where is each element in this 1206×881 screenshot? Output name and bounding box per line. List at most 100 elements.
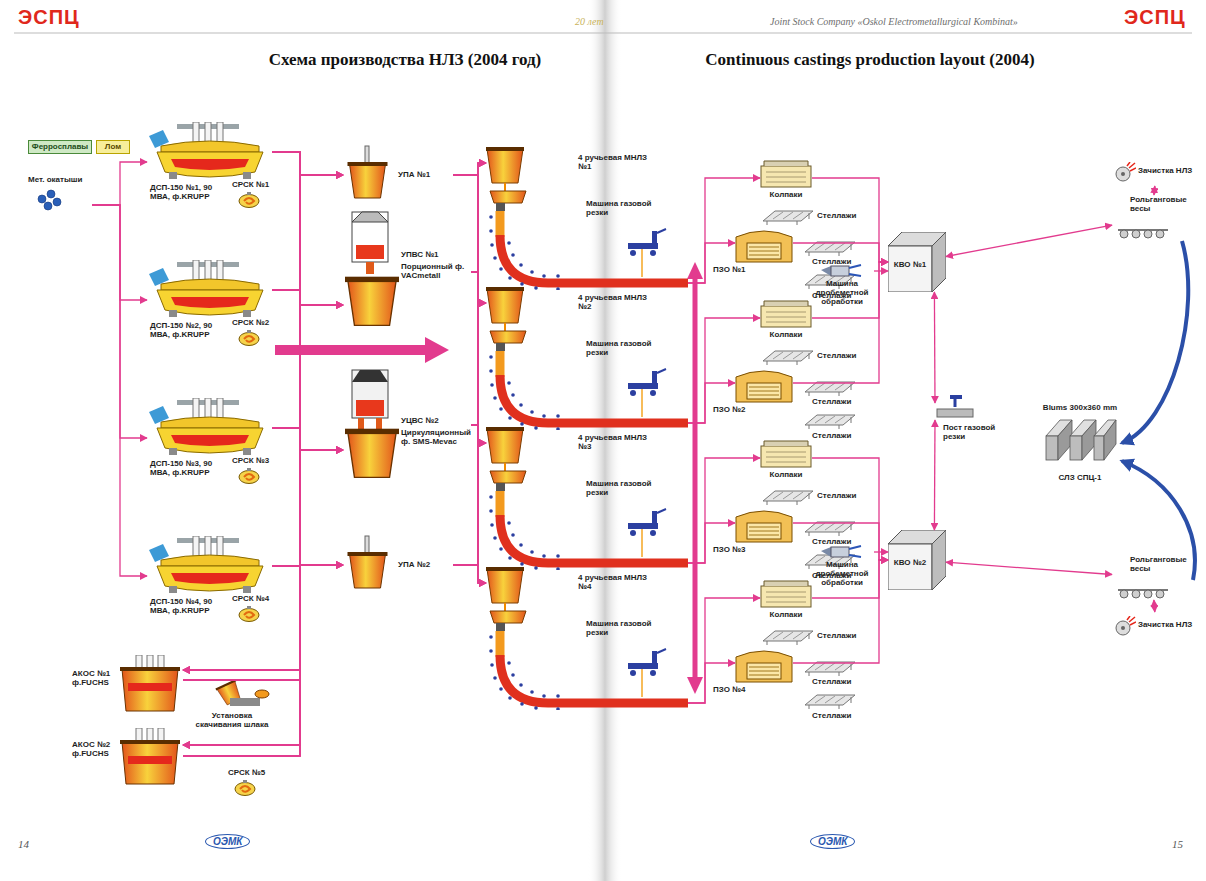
flow-line bbox=[812, 458, 888, 560]
flow-line bbox=[934, 420, 936, 530]
flow-line bbox=[793, 560, 888, 663]
drawing-use bbox=[761, 161, 811, 187]
flow-line bbox=[272, 428, 343, 450]
drawing-use bbox=[761, 581, 811, 607]
rack-label: Стеллажи bbox=[817, 211, 856, 220]
flow-line bbox=[946, 562, 1112, 574]
node-label: Мет. окатыши bbox=[28, 175, 92, 184]
node-label: ПЗО №4 bbox=[713, 685, 763, 694]
node-label: ПЗО №3 bbox=[713, 545, 763, 554]
drawing-rect bbox=[1070, 436, 1082, 460]
drawing-use bbox=[1118, 590, 1168, 598]
gas-cleaning: СРСК №2 bbox=[232, 318, 274, 354]
cleaning-station: Зачистка НЛЗ bbox=[1112, 158, 1200, 186]
flow-line bbox=[272, 152, 343, 450]
anniversary-mark: 20 лет bbox=[575, 16, 604, 27]
roller-scale: Рольганговые весы bbox=[1112, 555, 1192, 600]
gas-cleaning: СРСК №4 bbox=[232, 594, 274, 630]
furnace: ДСП-150 №3, 90 МВА, ф.KRUPP bbox=[147, 398, 272, 456]
flow-line bbox=[453, 565, 486, 583]
node-note: СЛЗ СПЦ-1 bbox=[1040, 473, 1120, 482]
flow-line bbox=[92, 162, 147, 205]
caster: 4 ручьевая МНЛЗ №3Машина газовой резки bbox=[486, 425, 688, 570]
drawing-use bbox=[149, 536, 263, 593]
rack-label: Стеллажи bbox=[812, 677, 851, 686]
section-mark: ЭСПЦ bbox=[1124, 6, 1186, 29]
hood-station: Колпаки bbox=[760, 580, 812, 624]
flow-line bbox=[688, 523, 735, 563]
flow-line bbox=[272, 152, 343, 565]
drawing-use bbox=[348, 552, 388, 588]
flow-line bbox=[272, 175, 343, 428]
drawing-use bbox=[805, 662, 855, 676]
rack-label: Стеллажи bbox=[812, 711, 851, 720]
flow-line bbox=[946, 225, 1112, 256]
drawing-use bbox=[235, 780, 255, 796]
drawing-use bbox=[805, 242, 855, 256]
node-label: Рольганговые весы bbox=[1130, 555, 1192, 573]
drawing-use bbox=[239, 330, 259, 346]
node-label: 4 ручьевая МНЛЗ №4 bbox=[578, 573, 650, 591]
input-box: Лом bbox=[96, 140, 130, 154]
drawing-use bbox=[736, 511, 792, 542]
drawing-line bbox=[693, 276, 698, 680]
drawing-rect bbox=[358, 418, 364, 430]
ladle-treatment: УПА №1 bbox=[343, 150, 453, 200]
title-english: Continuous castings production layout (2… bbox=[640, 50, 1100, 70]
diagram-title: Схема производства НЛЗ (2004 год) bbox=[205, 50, 605, 70]
shot-blast-machine: Машина дробеметной обработки bbox=[810, 264, 874, 310]
ladle-furnace: АКОС №1 ф.FUCHS bbox=[118, 655, 183, 713]
flow-line bbox=[272, 428, 343, 565]
rack-label: Стеллажи bbox=[812, 257, 851, 266]
flow-line bbox=[272, 152, 343, 175]
hood-station: Колпаки bbox=[760, 160, 812, 204]
flow-line bbox=[453, 175, 486, 583]
drawing-use bbox=[486, 427, 688, 571]
drawing-rect bbox=[356, 245, 384, 259]
drawing-use bbox=[239, 606, 259, 622]
drawing-use bbox=[805, 382, 855, 396]
node-label: Зачистка НЛЗ bbox=[1138, 166, 1200, 175]
node-label: СРСК №2 bbox=[232, 318, 274, 327]
flow-line bbox=[874, 270, 888, 271]
flow-line bbox=[453, 175, 486, 303]
caster: 4 ручьевая МНЛЗ №2Машина газовой резки bbox=[486, 285, 688, 430]
cutting-post: Пост газовой резки bbox=[935, 395, 975, 420]
flow-line bbox=[183, 565, 343, 680]
cooling-furnace: ПЗО №1 bbox=[735, 225, 793, 263]
node-note: Машина газовой резки bbox=[586, 619, 656, 637]
node-label: Зачистка НЛЗ bbox=[1138, 620, 1200, 629]
flow-line bbox=[1153, 600, 1155, 612]
flow-line bbox=[183, 290, 300, 745]
gas-cleaning: СРСК №1 bbox=[232, 180, 274, 216]
drawing-path bbox=[352, 212, 388, 222]
drawing-use bbox=[763, 491, 813, 505]
drawing-rect bbox=[950, 395, 962, 399]
flow-line bbox=[183, 565, 343, 756]
rack-label: Стеллажи bbox=[812, 431, 851, 440]
drawing-line bbox=[14, 33, 1192, 34]
node-note: Машина газовой резки bbox=[586, 339, 656, 357]
flow-arrow bbox=[1122, 241, 1188, 443]
flow-line bbox=[453, 163, 486, 175]
node-label: АКОС №1 ф.FUCHS bbox=[72, 669, 116, 687]
shot-blast-machine: Машина дробеметной обработки bbox=[810, 545, 874, 591]
drawing-use bbox=[761, 441, 811, 467]
rack-label: Стеллажи bbox=[817, 351, 856, 360]
node-label: АКОС №2 ф.FUCHS bbox=[72, 740, 116, 758]
drawing-use bbox=[486, 287, 688, 431]
flow-line bbox=[272, 290, 343, 305]
node-label: Лом bbox=[97, 142, 129, 151]
bloom-output: Blums 300x360 mmСЛЗ СПЦ-1 bbox=[1040, 403, 1120, 485]
drawing-use bbox=[149, 122, 263, 179]
node-label: ПЗО №2 bbox=[713, 405, 763, 414]
furnace: ДСП-150 №4, 90 МВА, ф.KRUPP bbox=[147, 536, 272, 594]
node-label: КВО №1 bbox=[889, 260, 931, 269]
drawing-use bbox=[149, 398, 263, 455]
flow-line bbox=[183, 305, 343, 756]
drawing-g bbox=[38, 190, 61, 210]
flow-line bbox=[272, 305, 343, 428]
caster: 4 ручьевая МНЛЗ №4 Машина газовой резки bbox=[486, 565, 688, 710]
